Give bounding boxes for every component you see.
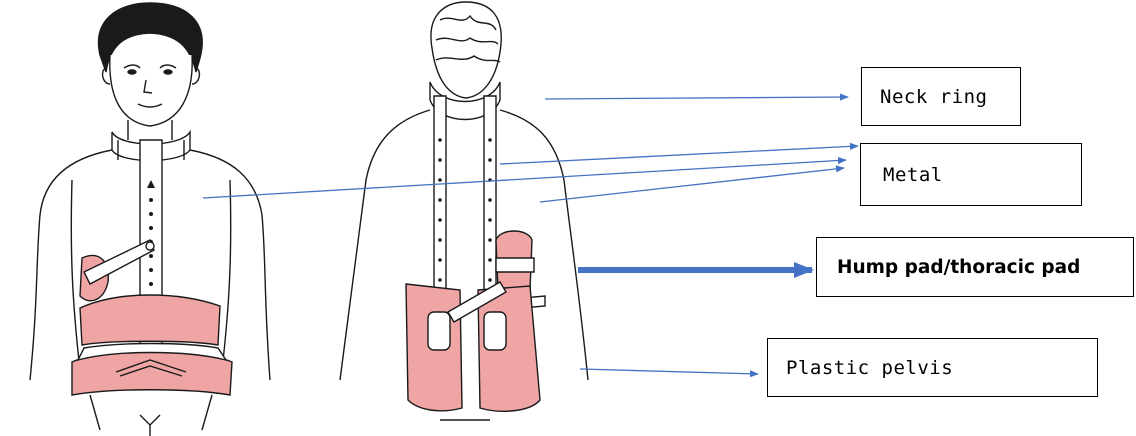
arrow-neck-ring [545,97,848,99]
front-plastic-pelvis [80,295,220,345]
back-left-upright [434,96,446,318]
label-neck-ring-text: Neck ring [880,86,987,108]
label-hump-pad: Hump pad/thoracic pad [816,237,1134,297]
label-metal-text: Metal [883,164,943,186]
front-face [110,55,192,126]
label-plastic-pelvis-text: Plastic pelvis [786,357,953,379]
label-neck-ring: Neck ring [861,67,1021,126]
label-hump-pad-text: Hump pad/thoracic pad [837,257,1080,278]
arrow-plastic-pelvis [580,369,758,374]
back-view-figure [340,2,588,420]
arrow-metal-back-right [540,168,844,202]
front-view-figure [30,3,270,436]
label-plastic-pelvis: Plastic pelvis [767,338,1098,397]
label-metal: Metal [860,143,1082,206]
back-head [431,2,501,98]
